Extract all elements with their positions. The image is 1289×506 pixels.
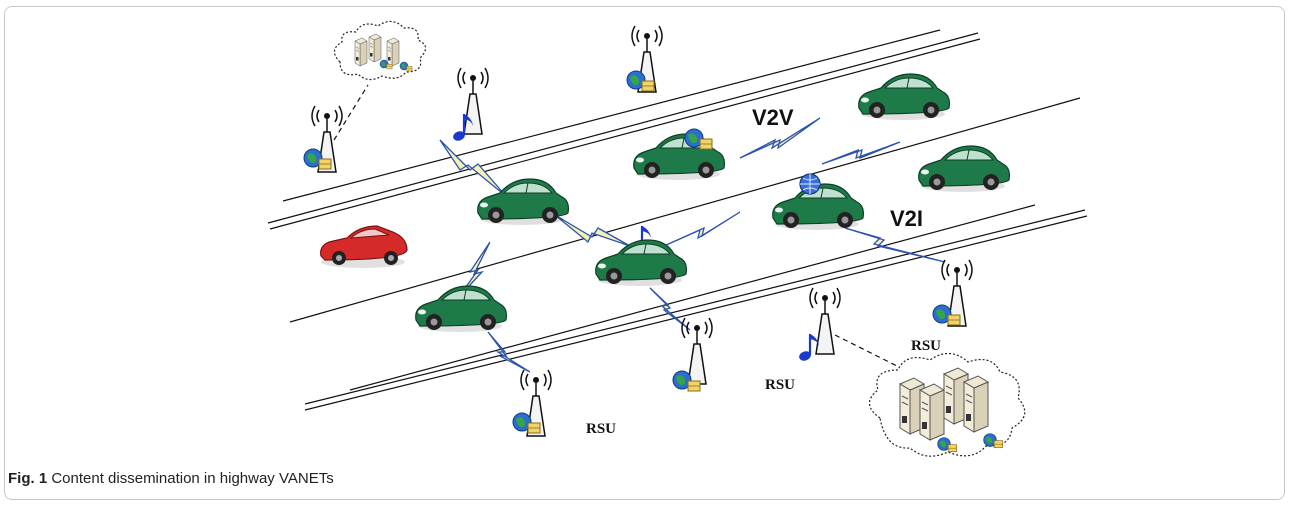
rsu-label: RSU xyxy=(586,421,616,437)
car xyxy=(595,239,688,287)
globe-icon xyxy=(684,128,713,150)
car xyxy=(772,183,865,231)
figure-caption: Fig. 1 Content dissemination in highway … xyxy=(8,470,334,487)
car xyxy=(858,73,951,121)
v2v-label: V2V xyxy=(752,105,794,130)
wireless-links xyxy=(439,117,946,373)
rsu-tower-6 xyxy=(809,287,841,355)
globe-icon-on-car xyxy=(799,173,821,195)
server-cloud-bottom xyxy=(868,352,1026,457)
car-red xyxy=(320,225,408,269)
rsu-tower-2 xyxy=(457,67,489,135)
car xyxy=(918,145,1011,193)
v2i-label: V2I xyxy=(890,206,923,231)
highway-lines xyxy=(267,29,1088,411)
car xyxy=(415,285,507,333)
figure-caption-text: Content dissemination in highway VANETs xyxy=(51,470,334,487)
server-cloud-top xyxy=(333,20,427,81)
music-note-icon xyxy=(796,332,821,364)
figure-number: Fig. 1 xyxy=(8,470,48,487)
car xyxy=(477,178,570,226)
figure-frame xyxy=(4,6,1285,500)
rsu-label: RSU xyxy=(911,338,941,354)
rsu-label: RSU xyxy=(765,377,795,393)
tower-cloud-link-top xyxy=(333,84,369,141)
